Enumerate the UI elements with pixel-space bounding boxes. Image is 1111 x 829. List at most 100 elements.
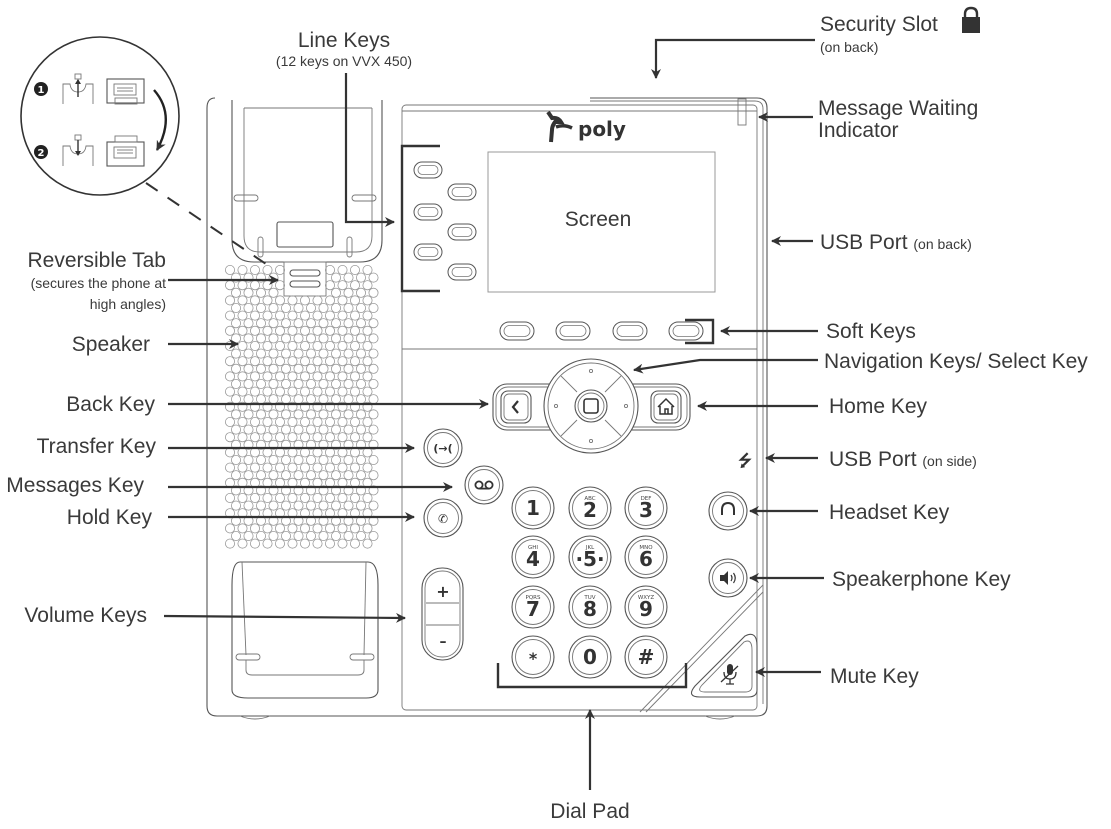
speaker-hole [287,295,298,306]
speaker-hole [243,424,254,435]
nav-left-key[interactable] [553,403,559,409]
soft-key[interactable] [612,321,648,341]
speaker-hole [368,454,379,465]
security-slot-note: (on back) [820,39,878,55]
volume-down-key[interactable]: – [440,634,447,650]
back-key[interactable] [500,390,532,424]
voicemail-icon [474,480,494,490]
transfer-key[interactable]: (→( [423,428,463,468]
speaker-hole [293,302,304,313]
speaker-hole [262,280,273,291]
speaker-hole [318,409,329,420]
speaker-hole [362,325,373,336]
nav-down-key[interactable] [588,438,594,444]
speaker-hole [368,348,379,359]
speaker-hole [287,492,298,503]
line-key[interactable] [447,183,477,201]
speaker-hole [287,432,298,443]
speaker-hole [274,356,285,367]
speaker-hole [330,318,341,329]
speaker-hole [343,272,354,283]
line-key[interactable] [413,243,443,261]
speaker-hole [330,394,341,405]
speaker-hole [337,523,348,534]
reversible-tab[interactable] [283,261,327,297]
soft-key[interactable] [555,321,591,341]
speaker-hole [349,340,360,351]
speaker-hole [368,470,379,481]
speaker-hole [330,439,341,450]
speaker-hole [337,462,348,473]
line-key[interactable] [413,161,443,179]
speaker-hole [324,295,335,306]
speaker-hole [274,325,285,336]
volume-keys-label: Volume Keys [24,604,147,627]
nav-up-key[interactable] [588,368,594,374]
speaker-hole [293,363,304,374]
hold-key[interactable]: ✆ [423,498,463,538]
headset-key-label: Headset Key [829,501,950,524]
volume-up-key[interactable]: + [436,582,449,601]
line-key[interactable] [413,203,443,221]
speaker-hole [355,378,366,389]
speaker-hole [343,302,354,313]
dial-digit: 4 [526,547,540,571]
speaker-hole [255,348,266,359]
speaker-hole [318,348,329,359]
dial-key-hash[interactable]: # [624,635,668,679]
speaker-hole [305,500,316,511]
line-key[interactable] [447,263,477,281]
soft-key[interactable] [499,321,535,341]
dial-key-5[interactable]: ·5·JKL [568,535,612,579]
nav-right-key[interactable] [623,403,629,409]
speaker-hole [224,325,235,336]
speaker-hole [293,378,304,389]
back-key-label: Back Key [66,393,155,416]
soft-key[interactable] [668,321,704,341]
speaker-hole [274,295,285,306]
speaker-hole [293,454,304,465]
speaker-hole [243,485,254,496]
dial-digit: 0 [583,645,597,669]
speaker-hole [237,492,248,503]
speaker-hole [318,439,329,450]
speaker-hole [324,432,335,443]
mute-key[interactable] [690,633,758,698]
speakerphone-key[interactable] [708,558,748,598]
speaker-hole [299,462,310,473]
speaker-hole [362,386,373,397]
dial-key-0[interactable]: 0 [568,635,612,679]
speaker-hole [312,432,323,443]
speaker-hole [293,348,304,359]
headset-key[interactable] [708,491,748,531]
speaker-hole [299,432,310,443]
speaker-hole [230,531,241,542]
line-key[interactable] [447,223,477,241]
speaker-hole [255,287,266,298]
speaker-hole [324,492,335,503]
speaker-hole [293,333,304,344]
message-waiting-label-1: Message Waiting [818,97,978,120]
messages-key[interactable] [464,465,504,505]
dial-digit: 8 [583,597,597,621]
speaker-hole [355,454,366,465]
dial-key-star[interactable]: * [511,635,555,679]
home-key[interactable] [650,390,682,424]
dial-digit: 3 [639,498,653,522]
screen: Screen [487,151,716,293]
speaker-hole [287,310,298,321]
speaker-hole [274,340,285,351]
select-key[interactable] [574,389,608,423]
speaker-hole [355,302,366,313]
dial-key-1[interactable]: 1 [511,486,555,530]
speaker-hole [318,363,329,374]
speaker-hole [237,371,248,382]
dial-digit: 1 [526,496,540,520]
